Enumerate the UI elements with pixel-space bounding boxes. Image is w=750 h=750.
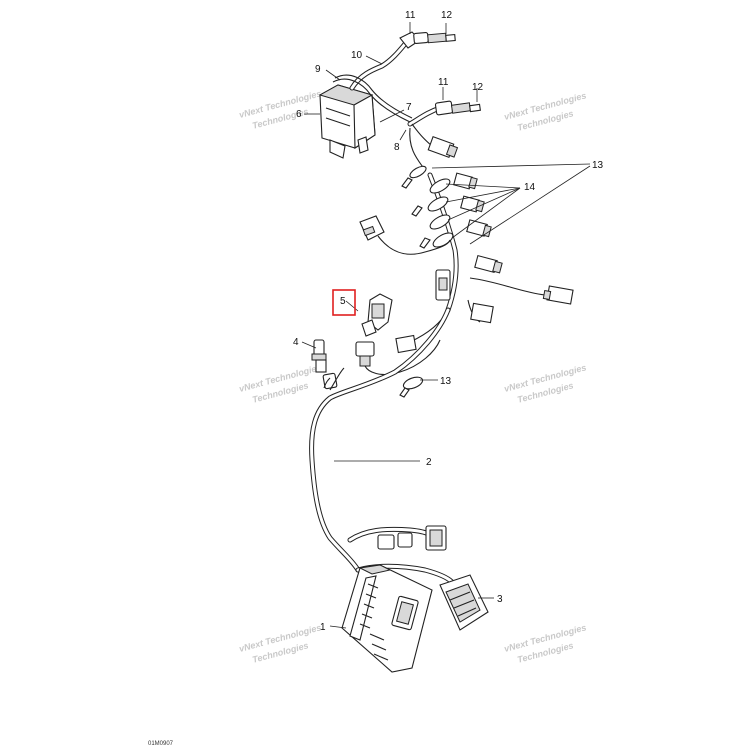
ignition-coil <box>318 84 376 159</box>
injector-connectors <box>411 172 503 313</box>
callout-3: 3 <box>497 594 503 605</box>
callout-10: 10 <box>351 50 363 61</box>
callout-8: 8 <box>394 142 400 153</box>
callout-12-upper: 12 <box>441 10 453 21</box>
spark-plug-cable-lower <box>332 74 481 127</box>
callout-13-upper: 13 <box>592 160 604 171</box>
callout-5: 5 <box>340 296 346 307</box>
callout-4: 4 <box>293 337 299 348</box>
sensor-part-5 <box>361 293 393 337</box>
main-wiring-harness <box>309 307 451 573</box>
callout-9: 9 <box>315 64 321 75</box>
temperature-sensor-connector <box>359 215 451 255</box>
highlight-box-callout-5 <box>332 289 356 316</box>
callout-6: 6 <box>296 109 302 120</box>
callout-1: 1 <box>320 622 326 633</box>
callout-2: 2 <box>426 457 432 468</box>
callout-13-lower: 13 <box>440 376 452 387</box>
figure-reference-code: 01M0907 <box>148 741 174 747</box>
callout-labels: 1 2 3 4 5 6 7 8 9 10 11 12 11 12 13 14 1… <box>293 10 604 633</box>
cable-tie-13 <box>399 376 424 398</box>
sensor-connectors-upper <box>401 123 459 189</box>
ecm-connector-part-3 <box>439 574 489 631</box>
callout-11-upper: 11 <box>405 10 416 21</box>
mid-harness-connectors <box>395 269 494 354</box>
ecm-module-part-1 <box>341 564 433 673</box>
connector-under-5 <box>355 339 441 375</box>
leader-lines <box>301 22 591 629</box>
callout-12-lower: 12 <box>472 82 484 93</box>
ecm-fins <box>359 583 389 661</box>
callout-14: 14 <box>524 182 536 193</box>
sensor-part-4 <box>311 339 338 390</box>
callout-7: 7 <box>406 102 412 113</box>
throttle-position-connector <box>469 277 574 305</box>
callout-11-lower: 11 <box>438 77 449 88</box>
